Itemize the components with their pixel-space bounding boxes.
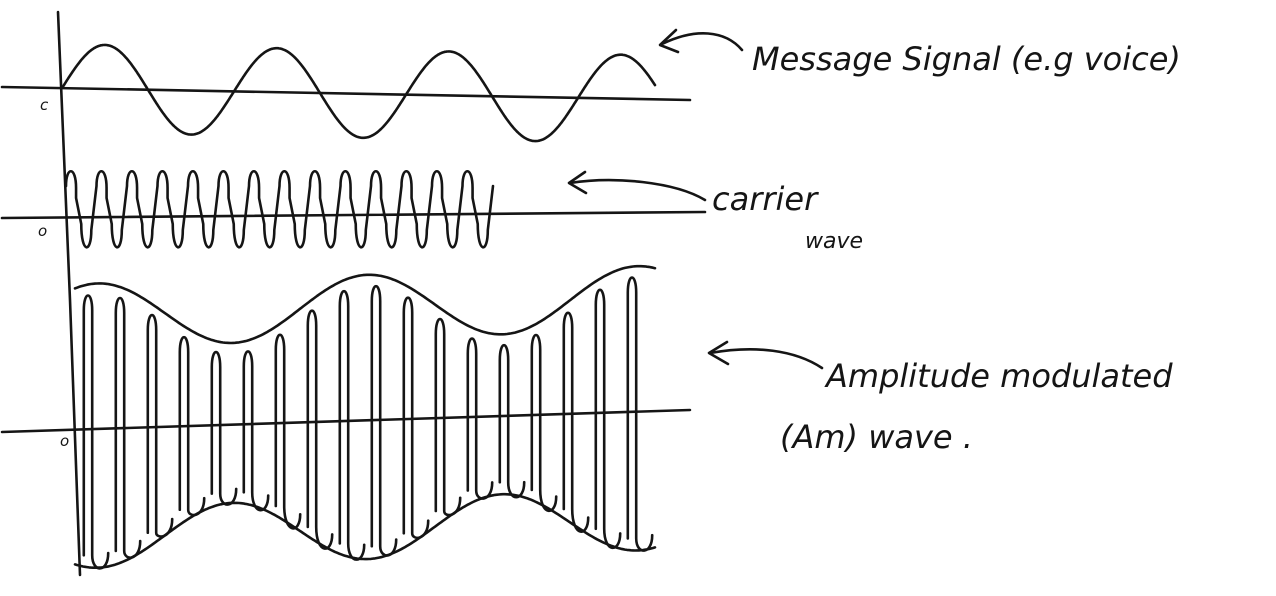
am-origin-mark: o bbox=[60, 432, 69, 450]
carrier-arrow-head bbox=[567, 170, 588, 195]
message-signal-label: Message Signal (e.g voice) bbox=[752, 40, 1181, 78]
carrier-label: carrier bbox=[712, 180, 819, 218]
am-label-line1: Amplitude modulated bbox=[824, 357, 1173, 395]
message-axis bbox=[0, 85, 692, 102]
am-arrow bbox=[708, 348, 824, 370]
carrier-arrow bbox=[568, 178, 707, 202]
am-axis bbox=[0, 408, 692, 434]
carrier-origin-mark: o bbox=[38, 222, 47, 240]
message-arrow-head bbox=[658, 28, 680, 54]
message-arrow bbox=[660, 32, 744, 52]
message-signal-wave bbox=[60, 43, 657, 143]
carrier-wave-label: wave bbox=[805, 229, 863, 254]
vertical-axis bbox=[56, 10, 82, 577]
carrier-wave bbox=[64, 169, 495, 249]
am-modulated-wave bbox=[82, 276, 654, 570]
am-lower-envelope bbox=[73, 492, 657, 569]
am-arrow-head bbox=[707, 340, 730, 366]
am-upper-envelope bbox=[73, 264, 657, 345]
message-origin-mark: c bbox=[40, 96, 49, 114]
am-label-line2: (Am) wave . bbox=[780, 418, 973, 456]
